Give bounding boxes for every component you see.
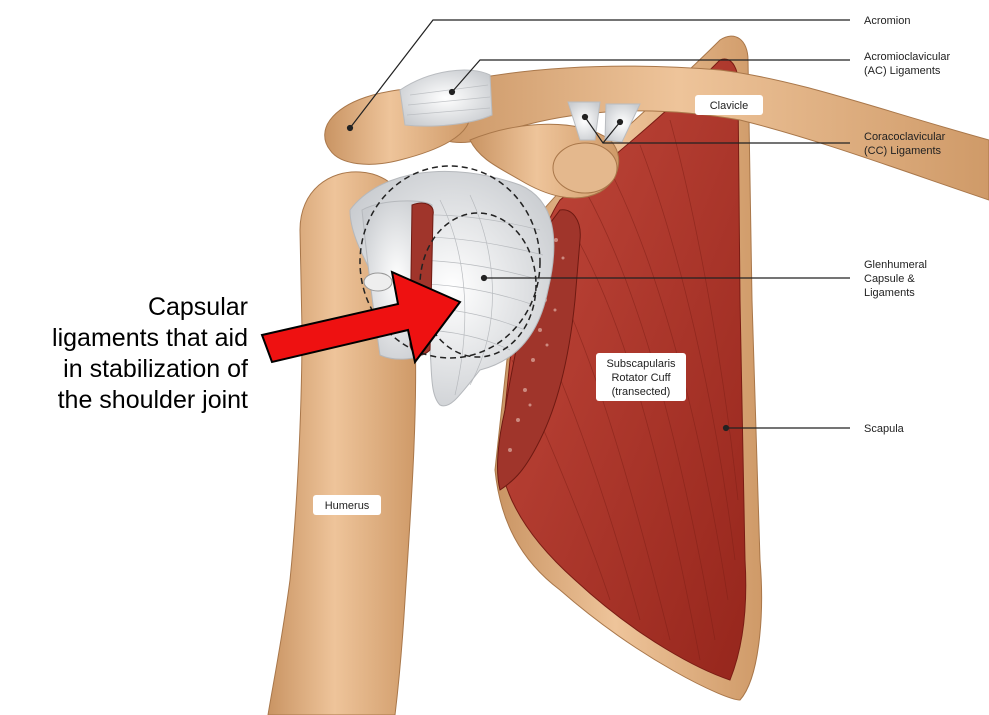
coracoid-tip — [553, 143, 617, 193]
label-subscapularis-1: Subscapularis — [606, 358, 676, 370]
label-glenohumeral-2: Capsule & — [864, 273, 915, 285]
biceps-tendon-cut — [364, 273, 392, 291]
label-clavicle: Clavicle — [710, 100, 749, 112]
label-ac-ligaments-2: (AC) Ligaments — [864, 65, 941, 77]
label-acromion: Acromion — [864, 15, 910, 27]
label-ac-ligaments-1: Acromioclavicular — [864, 51, 951, 63]
callout-line-2: ligaments that aid — [2, 323, 248, 354]
label-glenohumeral-3: Ligaments — [864, 287, 915, 299]
label-subscapularis-2: Rotator Cuff — [611, 372, 671, 384]
label-humerus: Humerus — [325, 500, 370, 512]
callout-text: Capsular ligaments that aid in stabiliza… — [2, 292, 248, 416]
callout-line-4: the shoulder joint — [2, 385, 248, 416]
label-cc-ligaments-1: Coracoclavicular — [864, 131, 946, 143]
label-subscapularis-3: (transected) — [612, 386, 671, 398]
label-glenohumeral-1: Glenhumeral — [864, 259, 927, 271]
label-cc-ligaments-2: (CC) Ligaments — [864, 145, 942, 157]
label-scapula: Scapula — [864, 423, 905, 435]
callout-line-3: in stabilization of — [2, 354, 248, 385]
callout-line-1: Capsular — [2, 292, 248, 323]
